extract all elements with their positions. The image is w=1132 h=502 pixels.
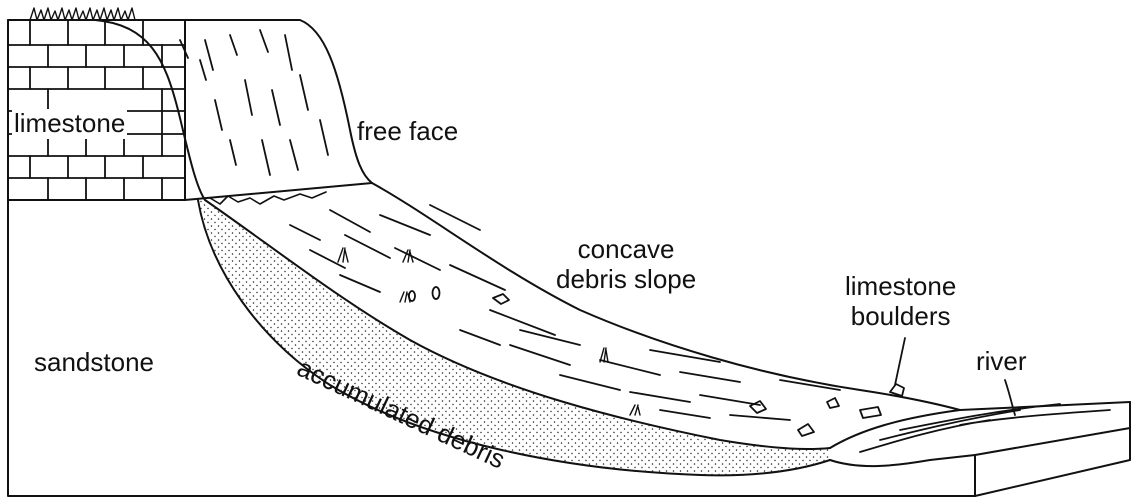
- label-boulders-line2: boulders: [845, 302, 956, 332]
- label-limestone-boulders: limestone boulders: [845, 272, 956, 332]
- label-concave-line2: debris slope: [556, 265, 696, 295]
- label-concave-debris-slope: concave debris slope: [556, 235, 696, 295]
- accumulated-debris-fill: [198, 200, 830, 475]
- cliff-base-rubble: [210, 192, 326, 204]
- label-limestone: limestone: [12, 109, 127, 139]
- label-sandstone: sandstone: [34, 348, 154, 378]
- label-boulders-line1: limestone: [845, 272, 956, 302]
- grass-tufts: [30, 8, 135, 20]
- label-free-face: free face: [357, 117, 458, 147]
- block-end-face: [975, 402, 1130, 496]
- label-concave-line1: concave: [556, 235, 696, 265]
- river-channel: [830, 455, 975, 466]
- river-water-lines: [860, 404, 1110, 452]
- free-face-streaks: [180, 30, 328, 175]
- label-river: river: [976, 347, 1027, 377]
- boulders-pointer-line: [895, 338, 905, 385]
